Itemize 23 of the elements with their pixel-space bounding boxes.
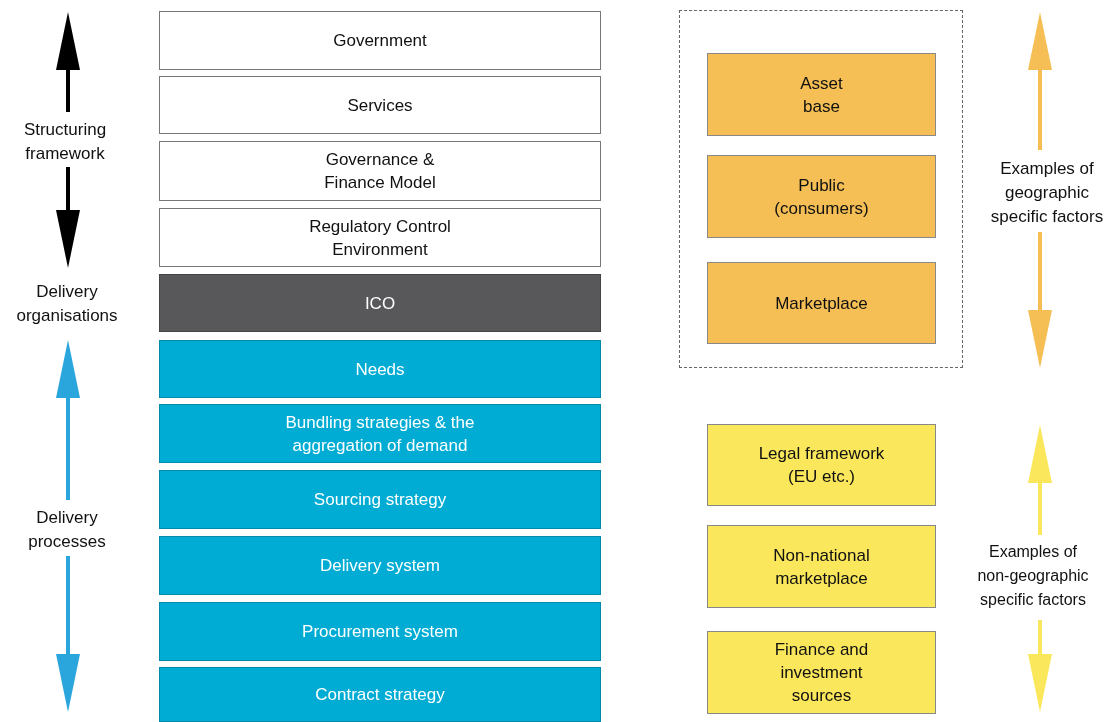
side-label: Structuring framework <box>22 119 108 165</box>
side-label: Delivery processes <box>27 507 107 553</box>
layer-box: Government <box>159 11 601 70</box>
layer-box: Regulatory Control Environment <box>159 208 601 267</box>
layer-box: Needs <box>159 340 601 398</box>
factor-box: Finance and investment sources <box>707 631 936 714</box>
layer-box: Bundling strategies & the aggregation of demand <box>159 404 601 463</box>
factor-box: Non-national marketplace <box>707 525 936 608</box>
factor-box: Public (consumers) <box>707 155 936 238</box>
layer-box: Sourcing strategy <box>159 470 601 529</box>
layer-box: Delivery system <box>159 536 601 595</box>
factor-box: Asset base <box>707 53 936 136</box>
layer-box: Contract strategy <box>159 667 601 722</box>
dashed-group-box <box>679 10 963 368</box>
layer-box: ICO <box>159 274 601 332</box>
side-label: Examples of non-geographic specific factors <box>976 542 1090 610</box>
layer-box: Services <box>159 76 601 134</box>
factor-box: Marketplace <box>707 262 936 344</box>
layer-box: Procurement system <box>159 602 601 661</box>
side-label: Examples of geographic specific factors <box>989 158 1105 228</box>
layer-box: Governance & Finance Model <box>159 141 601 201</box>
side-label: Delivery organisations <box>15 281 119 327</box>
factor-box: Legal framework (EU etc.) <box>707 424 936 506</box>
